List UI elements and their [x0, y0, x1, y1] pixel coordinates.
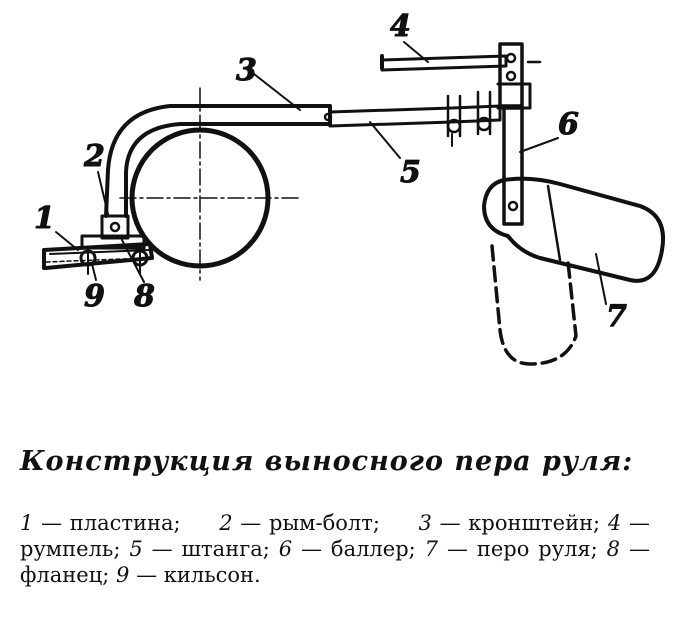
rudder-blade	[482, 176, 665, 283]
flange-and-bolts	[79, 234, 149, 275]
figure-legend: 1 — пластина; 2 — рым-болт; 3 — кронштей…	[20, 510, 650, 588]
legend-item: 2 — рым-болт;	[219, 511, 380, 535]
eye-bolt	[100, 214, 130, 240]
hull-section-circle	[119, 87, 301, 281]
legend-item: 1 — пластина;	[20, 511, 181, 535]
callout-3: 3	[236, 53, 257, 88]
legend-item: 6 — баллер;	[278, 537, 416, 561]
rudder-blade-raised	[490, 244, 578, 366]
callout-7: 7	[606, 299, 627, 334]
tiller	[380, 54, 508, 72]
callout-5: 5	[400, 155, 421, 190]
callout-8: 8	[133, 279, 155, 314]
figure-caption: Конструкция выносного пера руля:	[20, 446, 634, 477]
legend-item: 3 — кронштейн;	[418, 511, 601, 535]
legend-item: 8 — фланец;	[20, 537, 650, 587]
callout-1: 1	[34, 201, 55, 236]
rudder-diagram: 1 2 3 4 5 6 7 8 9	[34, 9, 665, 366]
legend-item: 7 — перо руля;	[424, 537, 598, 561]
legend-item: 5 — штанга;	[129, 537, 270, 561]
callout-2: 2	[83, 139, 105, 174]
leader-lines	[55, 41, 607, 305]
callout-6: 6	[558, 107, 579, 142]
rudder-stock	[496, 42, 542, 226]
legend-item: 4 — румпель;	[20, 511, 650, 561]
callout-9: 9	[84, 279, 105, 314]
rod	[328, 90, 502, 147]
bracket	[104, 104, 333, 218]
callout-4: 4	[390, 9, 411, 44]
legend-item: 9 — кильсон.	[116, 563, 261, 587]
